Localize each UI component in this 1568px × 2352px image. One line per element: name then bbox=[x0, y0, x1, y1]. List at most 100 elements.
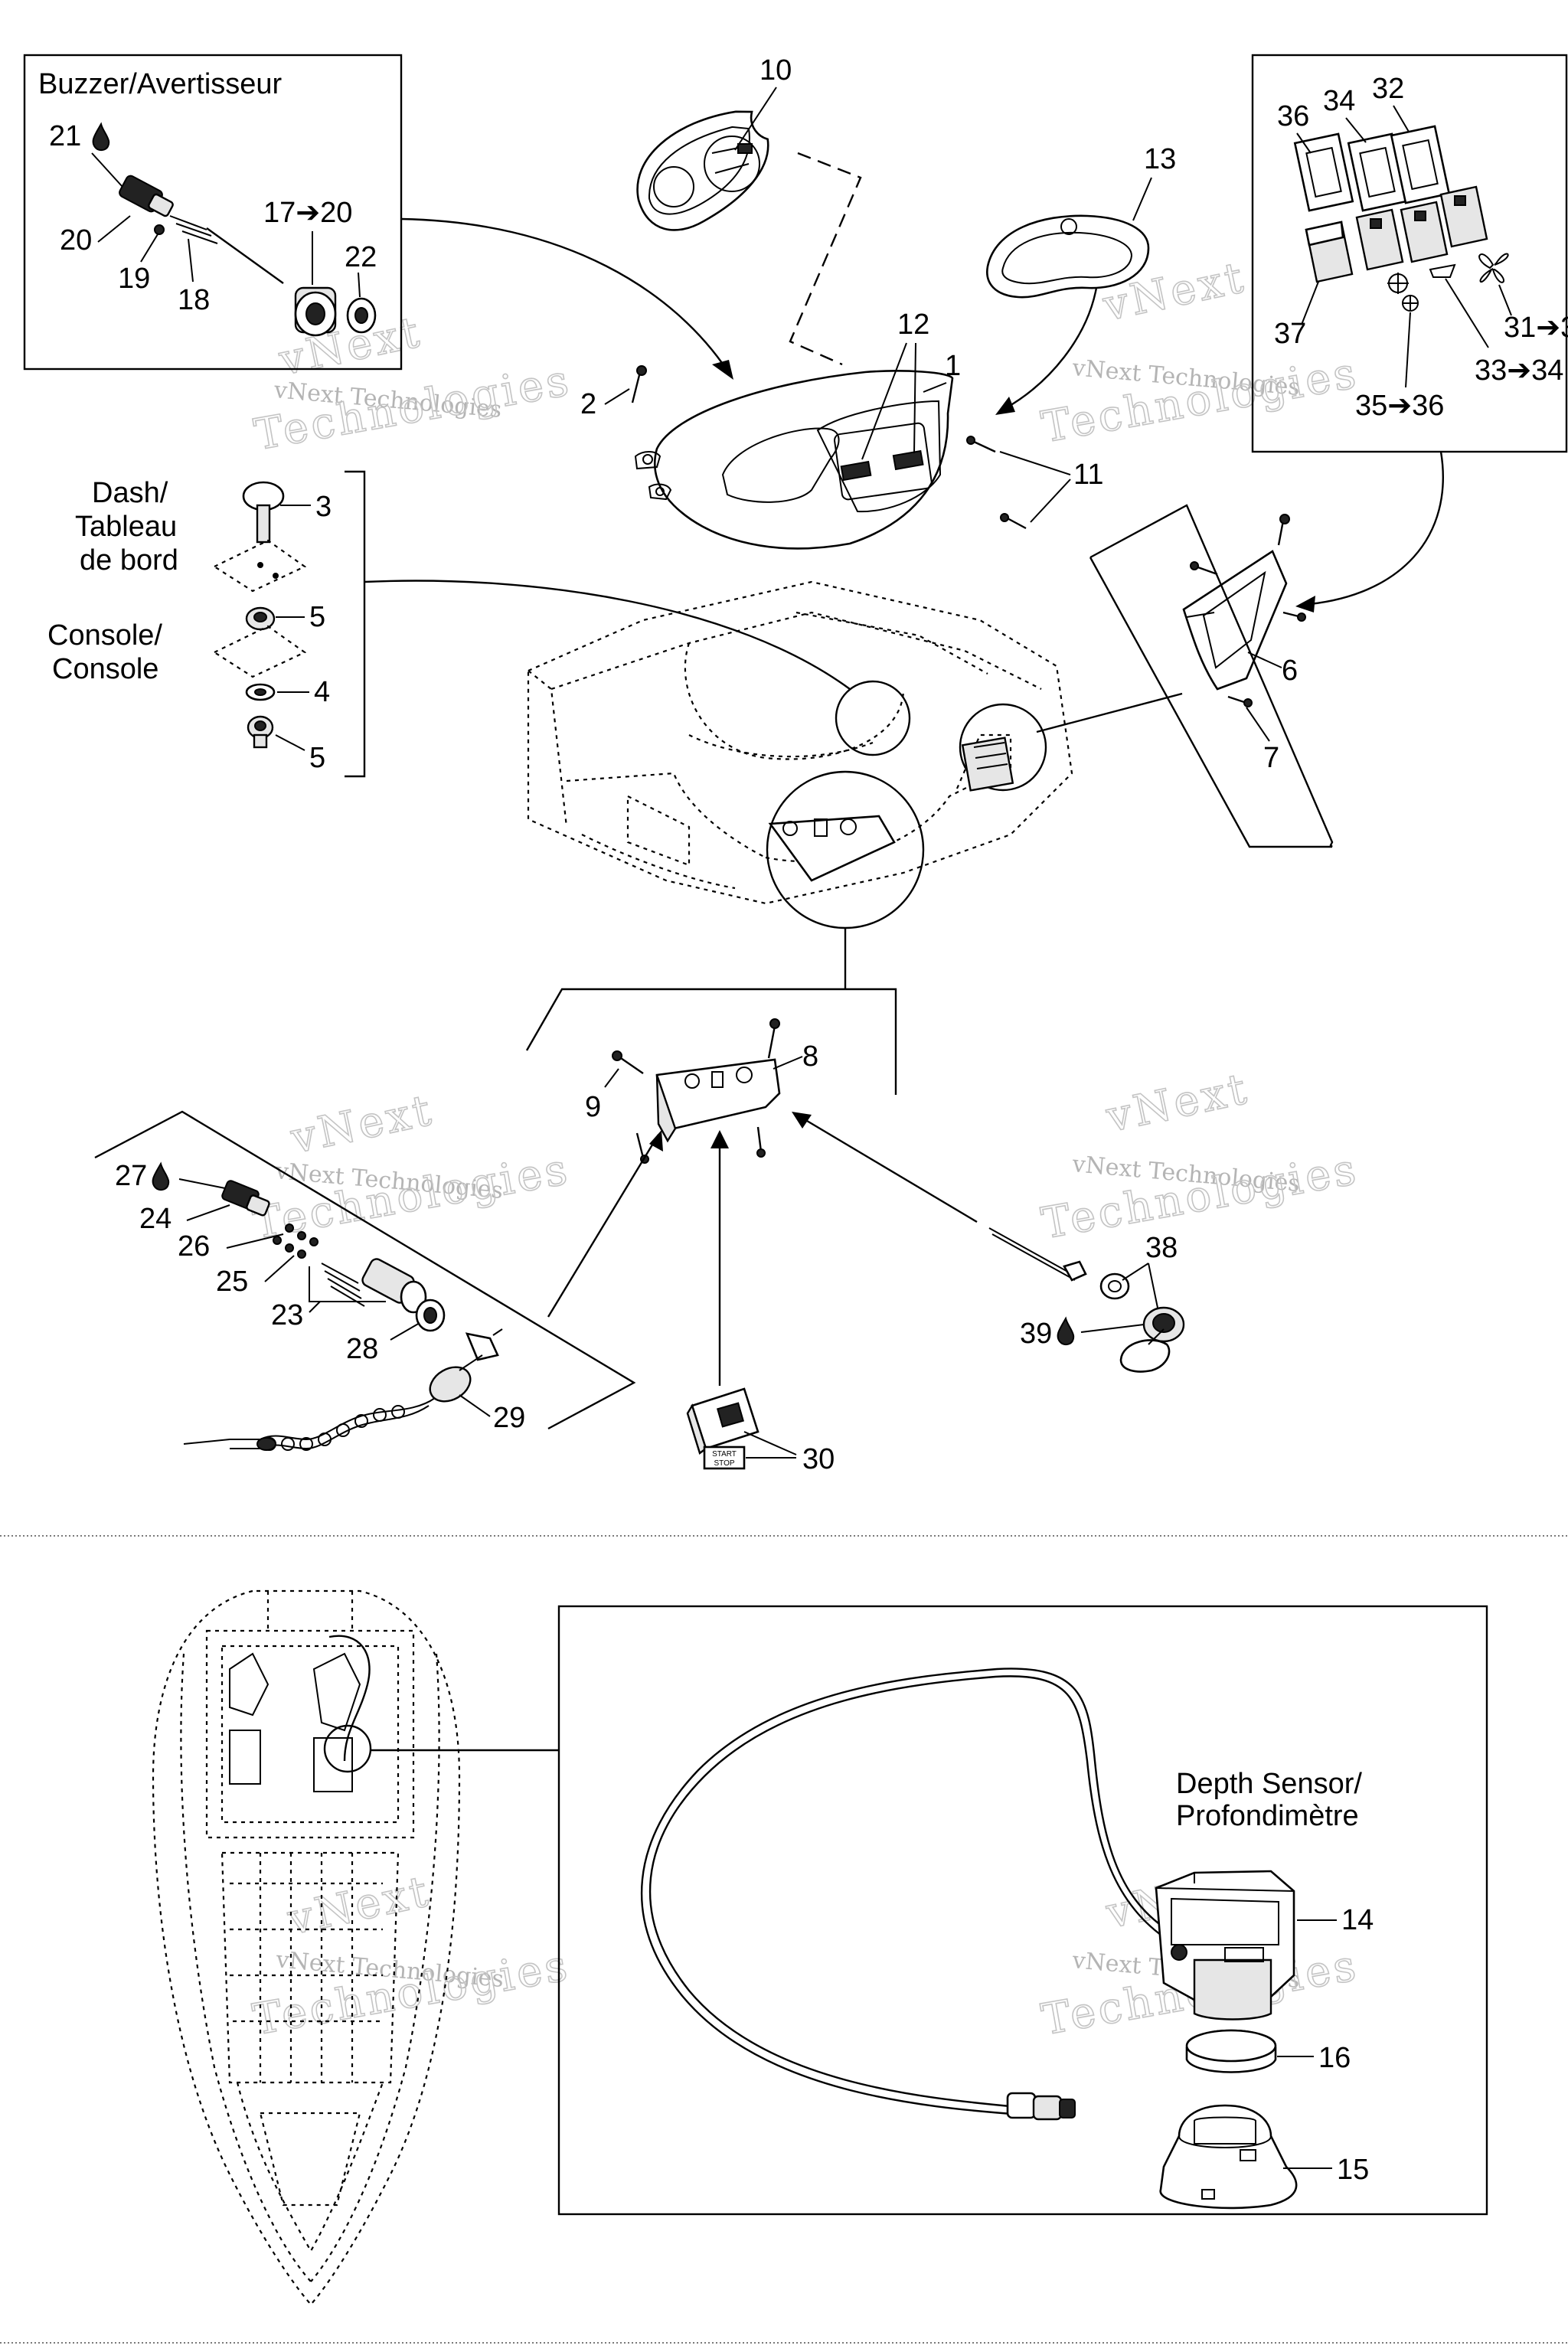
callout-25: 25 bbox=[216, 1266, 248, 1298]
buzzer-pins bbox=[154, 215, 218, 244]
stop-label: STOP bbox=[714, 1459, 734, 1468]
callout-33: 33➔34 bbox=[1475, 354, 1563, 387]
callout-14: 14 bbox=[1341, 1904, 1374, 1936]
dash-caption-line2: Tableau bbox=[75, 511, 177, 543]
screw bbox=[631, 365, 647, 403]
lanyard-group: 27 24 26 25 23 28 29 bbox=[94, 1110, 663, 1451]
callout-23: 23 bbox=[271, 1299, 303, 1331]
detail-circle-switches bbox=[959, 703, 1047, 792]
callout-37: 37 bbox=[1274, 318, 1306, 350]
callout-18: 18 bbox=[178, 284, 210, 316]
dash-caption-line1: Dash/ bbox=[92, 477, 168, 509]
dash-panel: 1 12 2 11 bbox=[580, 309, 1103, 550]
arrow-head bbox=[712, 360, 733, 380]
buzzer-nut bbox=[346, 297, 377, 334]
start-bracket: 8 9 bbox=[585, 1018, 818, 1164]
callout-30: 30 bbox=[802, 1443, 835, 1475]
leader-visor-to-dash bbox=[1004, 287, 1098, 410]
callout-12: 12 bbox=[897, 309, 929, 341]
buzzer-frame bbox=[23, 54, 403, 371]
switch-bezel: 6 7 bbox=[1182, 514, 1306, 774]
buzzer-connector bbox=[119, 175, 174, 217]
callout-39: 39 bbox=[1020, 1318, 1052, 1350]
buzzer-panel: Buzzer/Avertisseur 21 20 19 18 17➔20 bbox=[23, 54, 403, 371]
buzzer-body bbox=[294, 286, 337, 337]
callout-36: 36 bbox=[1277, 100, 1309, 132]
mounting-stack: Dash/ Tableau de bord Console/ Console 3… bbox=[47, 470, 851, 778]
callout-28: 28 bbox=[346, 1333, 378, 1365]
start-stop-switch: START STOP 30 bbox=[686, 1130, 835, 1475]
callout-29: 29 bbox=[493, 1402, 525, 1434]
depth-sensor-unit bbox=[1155, 1870, 1295, 2020]
symbol-insert bbox=[1429, 263, 1456, 278]
depth-frame bbox=[557, 1605, 1488, 2216]
callout-38: 38 bbox=[1145, 1232, 1178, 1264]
callout-2: 2 bbox=[580, 388, 596, 420]
bezel-bracket-lower bbox=[1089, 557, 1332, 848]
callout-15: 15 bbox=[1337, 2154, 1369, 2186]
callout-24: 24 bbox=[139, 1203, 172, 1235]
callout-34: 34 bbox=[1323, 85, 1355, 117]
screw bbox=[612, 1018, 780, 1164]
leader-buzzer-to-dash bbox=[400, 217, 728, 371]
console-caption-line2: Console bbox=[52, 653, 158, 685]
fan-icon bbox=[1478, 253, 1509, 283]
callout-13: 13 bbox=[1144, 143, 1176, 175]
callout-10: 10 bbox=[760, 54, 792, 87]
watermark-top: vNext bbox=[286, 1085, 438, 1164]
leader-stack-to-console bbox=[364, 580, 851, 690]
callout-8: 8 bbox=[802, 1040, 818, 1073]
bracket-frame bbox=[525, 988, 897, 1095]
screw bbox=[1190, 514, 1306, 707]
detail-circle-dash bbox=[835, 680, 911, 756]
switch-frame bbox=[1251, 54, 1568, 453]
dash-caption-line3: de bord bbox=[80, 544, 178, 577]
leader-lanyard-to-bracket bbox=[547, 1134, 660, 1318]
screw bbox=[966, 436, 1027, 530]
liquid-drop-icon bbox=[92, 122, 110, 152]
callout-5: 5 bbox=[309, 601, 325, 633]
callout-17: 17➔20 bbox=[263, 197, 352, 229]
switch-panel: 36 34 32 37 31➔3 33➔34 35➔36 bbox=[1251, 54, 1568, 453]
hull-outline bbox=[152, 1589, 559, 2306]
buzzer-caption: Buzzer/Avertisseur bbox=[38, 68, 283, 100]
start-label: START bbox=[712, 1450, 737, 1459]
callout-22: 22 bbox=[345, 241, 377, 273]
leader-outlet-to-bracket bbox=[799, 1115, 978, 1223]
bezel-bracket bbox=[1089, 504, 1334, 848]
callout-5: 5 bbox=[309, 742, 325, 774]
watermark-top: vNext bbox=[283, 1867, 435, 1945]
callout-27: 27 bbox=[115, 1160, 147, 1192]
detail-circle-depth bbox=[323, 1724, 372, 1773]
console-caption-line1: Console/ bbox=[47, 619, 162, 652]
callout-20: 20 bbox=[60, 224, 92, 256]
callout-6: 6 bbox=[1282, 655, 1298, 687]
callout-11: 11 bbox=[1073, 459, 1103, 491]
callout-4: 4 bbox=[314, 676, 330, 708]
stack-bracket bbox=[345, 470, 366, 778]
depth-sensor-cable-route bbox=[328, 1635, 371, 1762]
callout-21: 21 bbox=[49, 120, 81, 152]
callout-3: 3 bbox=[315, 491, 332, 523]
power-outlet: 38 39 bbox=[792, 1112, 1185, 1373]
watermark-top: vNext bbox=[1102, 1063, 1253, 1142]
depth-sensor-disc bbox=[1185, 2029, 1277, 2073]
depth-caption-line2: Profondimètre bbox=[1176, 1800, 1359, 1832]
callout-19: 19 bbox=[118, 263, 150, 295]
callout-31: 31➔3 bbox=[1504, 312, 1568, 344]
depth-caption-line1: Depth Sensor/ bbox=[1176, 1768, 1362, 1800]
rocker-switches bbox=[1305, 185, 1488, 283]
bracket-23 bbox=[309, 1266, 386, 1302]
liquid-drop-icon bbox=[1057, 1316, 1075, 1346]
depth-sensor-plug bbox=[1006, 2092, 1076, 2121]
gauge-cluster: 10 bbox=[636, 54, 792, 231]
callout-9: 9 bbox=[585, 1091, 601, 1123]
visor: 13 bbox=[986, 143, 1176, 299]
callout-32: 32 bbox=[1372, 73, 1404, 105]
gauge-dashed-leader bbox=[789, 152, 862, 366]
liquid-drop-icon bbox=[152, 1161, 170, 1191]
callout-7: 7 bbox=[1263, 742, 1279, 774]
leader-switches-to-bezel-2 bbox=[1036, 692, 1183, 733]
lanyard-frame bbox=[94, 1110, 636, 1430]
